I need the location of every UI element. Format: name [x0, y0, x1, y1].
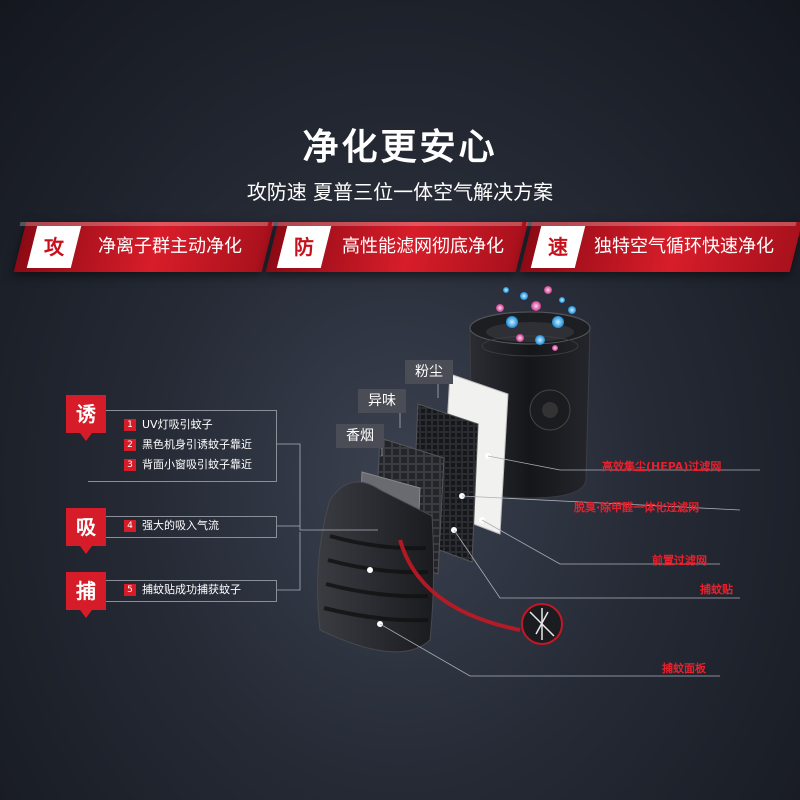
page-subtitle: 攻防速 夏普三位一体空气解决方案: [246, 180, 554, 204]
tag-catch: 捕: [66, 572, 106, 618]
part-label-mosquito-sheet: 捕蚊贴: [700, 583, 733, 596]
banner-text: 独特空气循环快速净化: [594, 236, 774, 257]
banner-defense: 防 高性能滤网彻底净化: [265, 222, 529, 272]
layer-label-dust: 粉尘: [405, 360, 453, 384]
banner-speed: 速 独特空气循环快速净化: [519, 222, 800, 272]
part-label-prefilter: 前置过滤网: [652, 554, 707, 567]
banner-attack: 攻 净离子群主动净化: [13, 222, 275, 272]
part-label-hepa: 高效集尘(HEPA)过滤网: [602, 460, 722, 473]
part-label-deodorizing: 脱臭·除甲醛一体化过滤网: [574, 501, 700, 514]
tag-lure: 诱: [66, 395, 106, 441]
part-label-front-panel: 捕蚊面板: [662, 662, 706, 675]
tag-suck: 吸: [66, 508, 106, 554]
legend-frame-lure: [88, 410, 277, 482]
banner-text: 高性能滤网彻底净化: [342, 236, 504, 257]
legend-frame-suck: [88, 516, 277, 538]
front-panel: [317, 481, 435, 653]
banner-text: 净离子群主动净化: [98, 236, 242, 257]
layer-label-odor: 异味: [358, 389, 406, 413]
ion-cluster-icon: [496, 286, 576, 351]
page-title: 净化更安心: [302, 127, 498, 168]
purifier-illustration: ✕: [276, 286, 760, 677]
legend-frame-catch: [88, 580, 277, 602]
layer-label-smoke: 香烟: [336, 424, 384, 448]
